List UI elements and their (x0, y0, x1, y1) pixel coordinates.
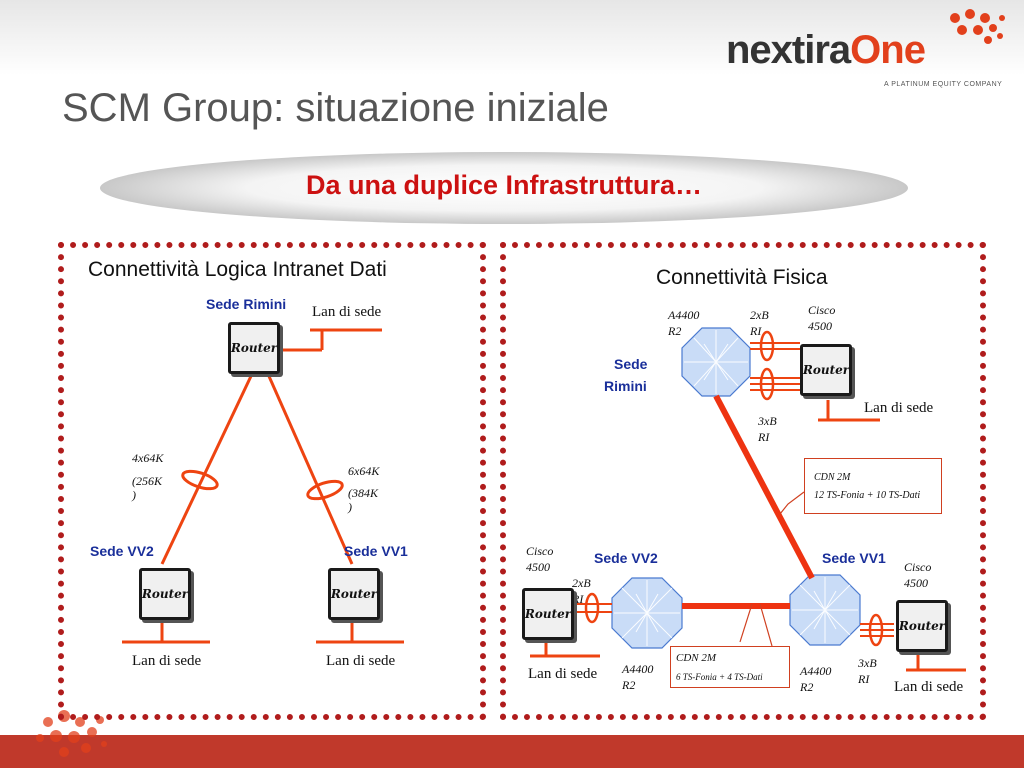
cdn-bottom-l2: 6 TS-Fonia + 4 TS-Dati (676, 672, 763, 682)
site-label-vv2-logical: Sede VV2 (90, 543, 154, 559)
router-rimini-logical: Router (228, 322, 280, 374)
cdn-bottom-pointer-2 (759, 603, 773, 647)
lan-label-vv2-logical: Lan di sede (132, 653, 202, 669)
logical-connectivity-panel (58, 242, 486, 720)
physical-panel-title: Connettività Fisica (656, 266, 828, 289)
bri-label-vv2-l2: RI (572, 592, 584, 606)
cisco-label-vv2-l1: Cisco (526, 544, 554, 558)
bri-rimini-2-mark (759, 330, 775, 362)
switch-label-vv2-l2: R2 (622, 678, 636, 692)
link-rimini-vv2 (160, 373, 254, 565)
slide-title: SCM Group: situazione iniziale (62, 86, 609, 130)
link-vv1-channel-mark (306, 479, 344, 501)
bri-label-vv2-l1: 2xB (572, 576, 591, 590)
logo-name-part1: nextira (726, 28, 851, 72)
link-vv1-speed: (384K (348, 486, 378, 500)
cdn-top-l1: CDN 2M (814, 472, 851, 483)
logo-tagline: A PLATINUM EQUITY COMPANY (884, 81, 1003, 88)
site-label-rimini-physical-l2: Rimini (604, 378, 647, 394)
router-rimini-physical: Router (800, 344, 852, 396)
physical-connectivity-panel (500, 242, 986, 720)
cdn-bottom-pointer (739, 603, 753, 643)
cisco-label-rimini-l2: 4500 (808, 319, 832, 333)
bri-vv2-mark (584, 592, 600, 624)
site-label-vv1-physical: Sede VV1 (822, 550, 886, 566)
link-vv2-capacity: 4x64K (132, 451, 164, 465)
link-vv2-speed-close: ) (132, 488, 136, 502)
site-label-rimini-physical-l1: Sede (614, 356, 648, 372)
link-vv1-speed-close: ) (348, 500, 352, 514)
switch-label-vv1-l2: R2 (800, 680, 814, 694)
backbone-rimini-vv1 (713, 394, 815, 580)
cisco-label-vv1-l1: Cisco (904, 560, 932, 574)
company-logo: nextiraOne (726, 28, 926, 73)
cdn-top-callout (804, 458, 942, 514)
router-vv2-physical: Router (522, 588, 574, 640)
bri-label-rimini-2-l1: 2xB (750, 308, 769, 322)
lan-label-rimini-physical: Lan di sede (864, 400, 934, 416)
logo-name-part2: One (850, 28, 926, 72)
cdn-bottom-l1: CDN 2M (676, 652, 717, 664)
switch-label-rimini-l2: R2 (668, 324, 682, 338)
site-label-vv1-logical: Sede VV1 (344, 543, 408, 559)
switch-label-rimini-l1: A4400 (668, 308, 700, 322)
logical-panel-title: Connettività Logica Intranet Dati (88, 258, 387, 281)
bri-label-rimini-2-l2: RI (750, 324, 762, 338)
cisco-label-vv2-l2: 4500 (526, 560, 550, 574)
router-vv2-logical: Router (139, 568, 191, 620)
switch-label-vv2-l1: A4400 (622, 662, 654, 676)
bri-rimini-3-mark (759, 367, 775, 401)
cdn-top-l2: 12 TS-Fonia + 10 TS-Dati (814, 490, 921, 501)
site-label-vv2-physical: Sede VV2 (594, 550, 658, 566)
bri-vv1-mark (868, 613, 884, 647)
link-vv2-speed: (256K (132, 474, 162, 488)
cdn-top-pointer (779, 491, 805, 515)
site-label-rimini-logical: Sede Rimini (206, 296, 287, 312)
cdn-bottom-callout (670, 646, 790, 688)
lan-label-vv2-physical: Lan di sede (528, 666, 598, 682)
router-vv1-physical: Router (896, 600, 948, 652)
footer-band (0, 735, 1024, 768)
link-rimini-vv1 (266, 373, 354, 565)
lan-label-vv1-logical: Lan di sede (326, 653, 396, 669)
bri-label-rimini-3-l1: 3xB (758, 414, 777, 428)
link-vv1-capacity: 6x64K (348, 464, 380, 478)
cisco-label-rimini-l1: Cisco (808, 303, 836, 317)
cisco-label-vv1-l2: 4500 (904, 576, 928, 590)
router-vv1-logical: Router (328, 568, 380, 620)
link-vv2-channel-mark (181, 469, 219, 491)
banner-ellipse (100, 152, 908, 224)
lan-label-vv1-physical: Lan di sede (894, 679, 964, 695)
bri-label-rimini-3-l2: RI (758, 430, 770, 444)
bri-label-vv1-l2: RI (858, 672, 870, 686)
header-band (0, 0, 1024, 75)
switch-label-vv1-l1: A4400 (800, 664, 832, 678)
bri-label-vv1-l1: 3xB (858, 656, 877, 670)
lan-label-rimini-logical: Lan di sede (312, 304, 382, 320)
banner-text: Da una duplice Infrastruttura… (305, 170, 703, 200)
